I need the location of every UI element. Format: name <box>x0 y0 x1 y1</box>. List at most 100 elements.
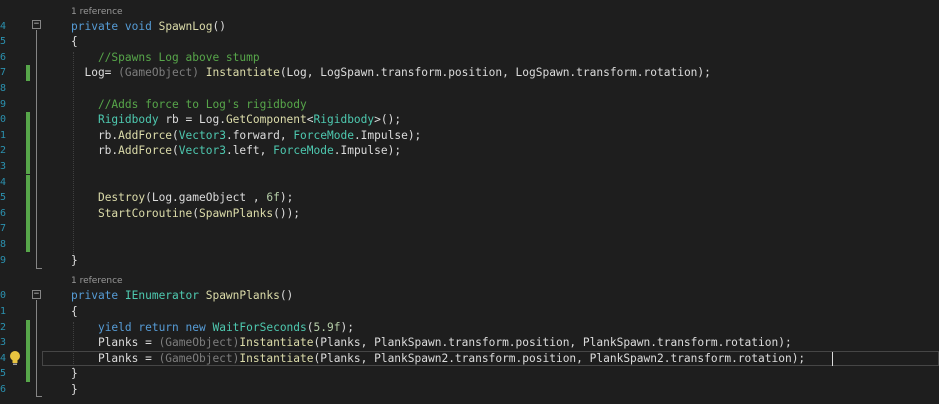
code-line[interactable]: 7 <box>0 221 939 237</box>
code-token: rb. <box>71 144 119 158</box>
code-token: Destroy <box>97 191 146 205</box>
code-token: ); <box>279 191 294 205</box>
change-marker <box>26 127 30 144</box>
code-text[interactable]: Planks = (GameObject)Instantiate(Planks,… <box>71 351 805 367</box>
code-line[interactable]: 8 <box>0 81 939 97</box>
code-line[interactable]: 1{ <box>0 304 939 320</box>
code-text[interactable]: Log= (GameObject) Instantiate(Log, LogSp… <box>71 65 710 81</box>
code-token: SpawnPlanks <box>199 206 274 220</box>
code-token: WaitForSeconds <box>212 320 307 334</box>
line-number: 8 <box>0 82 6 94</box>
code-text[interactable]: } <box>71 253 78 269</box>
code-line[interactable]: 4 <box>0 174 939 191</box>
code-line[interactable]: 2 yield return new WaitForSeconds(5.9f); <box>0 319 939 336</box>
code-text[interactable]: yield return new WaitForSeconds(5.9f); <box>71 320 354 336</box>
code-token <box>71 113 98 126</box>
code-text[interactable]: //Spawns Log above stump <box>71 50 260 66</box>
code-token <box>71 321 98 334</box>
code-token: ( <box>172 128 179 142</box>
code-token: Planks = <box>71 336 159 350</box>
code-text[interactable]: StartCoroutine(SpawnPlanks()); <box>71 206 300 222</box>
code-line[interactable]: 0 Rigidbody rb = Log.GetComponent<Rigidb… <box>0 112 939 128</box>
code-token: Planks = <box>71 351 159 365</box>
code-text[interactable]: Rigidbody rb = Log.GetComponent<Rigidbod… <box>71 112 401 128</box>
collapse-method-toggle[interactable]: − <box>32 289 41 299</box>
code-line[interactable]: 4 private void SpawnLog() <box>0 19 939 35</box>
code-token: >(); <box>374 113 402 127</box>
code-line[interactable]: 5 Destroy(Log.gameObject , 6f); <box>0 190 939 206</box>
code-token: < <box>306 113 314 127</box>
code-text[interactable]: //Adds force to Log's rigidbody <box>71 97 307 113</box>
line-number: 0 <box>0 290 6 302</box>
line-number: 4 <box>0 20 6 32</box>
code-text[interactable]: } <box>71 382 78 398</box>
code-text[interactable]: Planks = (GameObject)Instantiate(Planks,… <box>71 335 792 351</box>
change-marker <box>26 236 30 253</box>
code-token: 5.9f <box>313 320 341 334</box>
code-line[interactable]: 3 Planks = (GameObject)Instantiate(Plank… <box>0 335 939 351</box>
line-number: 4 <box>0 352 6 364</box>
line-number: 5 <box>0 368 6 380</box>
code-token: private <box>71 289 125 303</box>
code-token: private <box>71 19 125 33</box>
change-marker <box>26 143 30 159</box>
text-caret <box>832 352 833 366</box>
code-token: .left, <box>225 144 274 158</box>
code-text[interactable]: } <box>71 366 78 382</box>
line-number: 3 <box>0 160 6 172</box>
code-token: { <box>71 304 78 318</box>
code-line[interactable]: 8 <box>0 236 939 253</box>
collapse-method-toggle[interactable]: − <box>32 19 41 29</box>
change-marker <box>26 350 30 367</box>
code-line[interactable]: 9} <box>0 253 939 269</box>
code-token: () <box>212 19 226 33</box>
change-marker <box>26 112 30 128</box>
code-token: rb = Log. <box>165 113 226 127</box>
code-text[interactable]: private void SpawnLog() <box>71 19 226 35</box>
line-number: 0 <box>0 114 6 126</box>
code-token: yield return new <box>97 320 213 334</box>
code-line[interactable]: 2 rb.AddForce(Vector3.left, ForceMode.Im… <box>0 143 939 159</box>
code-line[interactable]: 6 StartCoroutine(SpawnPlanks()); <box>0 205 939 222</box>
code-line[interactable]: 6} <box>0 382 939 398</box>
lightbulb-icon[interactable] <box>8 350 22 366</box>
code-token: (GameObject) <box>158 351 240 365</box>
code-token: Instantiate <box>205 66 280 80</box>
fold-guide <box>36 300 37 397</box>
code-token: .forward, <box>225 128 294 142</box>
code-text[interactable]: { <box>71 34 78 50</box>
code-line[interactable]: 6 //Spawns Log above stump <box>0 50 939 66</box>
code-token: ForceMode <box>273 144 334 158</box>
indent-guide <box>73 322 74 368</box>
code-line[interactable]: 3 <box>0 158 939 175</box>
change-marker <box>26 190 30 206</box>
code-token: SpawnLog <box>158 19 213 33</box>
code-line[interactable]: 1 rb.AddForce(Vector3.forward, ForceMode… <box>0 127 939 144</box>
code-line[interactable]: 0 private IEnumerator SpawnPlanks() <box>0 288 939 304</box>
code-line[interactable]: 5} <box>0 366 939 382</box>
change-marker <box>26 158 30 175</box>
code-text[interactable]: rb.AddForce(Vector3.left, ForceMode.Impu… <box>71 143 401 159</box>
code-token: AddForce <box>118 128 173 142</box>
code-token: Log= <box>71 66 119 80</box>
code-text[interactable]: Destroy(Log.gameObject , 6f); <box>71 190 293 206</box>
code-lens-reference-count[interactable]: 1 reference <box>71 276 123 286</box>
code-token: () <box>279 289 294 303</box>
code-token: (GameObject) <box>118 66 206 80</box>
change-marker <box>26 205 30 222</box>
change-marker <box>26 221 30 237</box>
code-line[interactable]: 9 //Adds force to Log's rigidbody <box>0 97 939 113</box>
line-number: 9 <box>0 254 6 266</box>
code-text[interactable]: private IEnumerator SpawnPlanks() <box>71 288 293 304</box>
code-text[interactable]: { <box>71 304 78 320</box>
code-line[interactable]: 7 Log= (GameObject) Instantiate(Log, Log… <box>0 65 939 81</box>
code-text[interactable]: rb.AddForce(Vector3.forward, ForceMode.I… <box>71 128 421 144</box>
code-line[interactable]: 5{ <box>0 34 939 50</box>
code-token: GetComponent <box>225 113 307 127</box>
line-number: 9 <box>0 98 6 110</box>
code-lens-reference-count[interactable]: 1 reference <box>71 7 123 17</box>
line-number: 1 <box>0 129 6 141</box>
code-line[interactable]: 4 Planks = (GameObject)Instantiate(Plank… <box>0 350 939 367</box>
fold-guide <box>36 30 37 268</box>
